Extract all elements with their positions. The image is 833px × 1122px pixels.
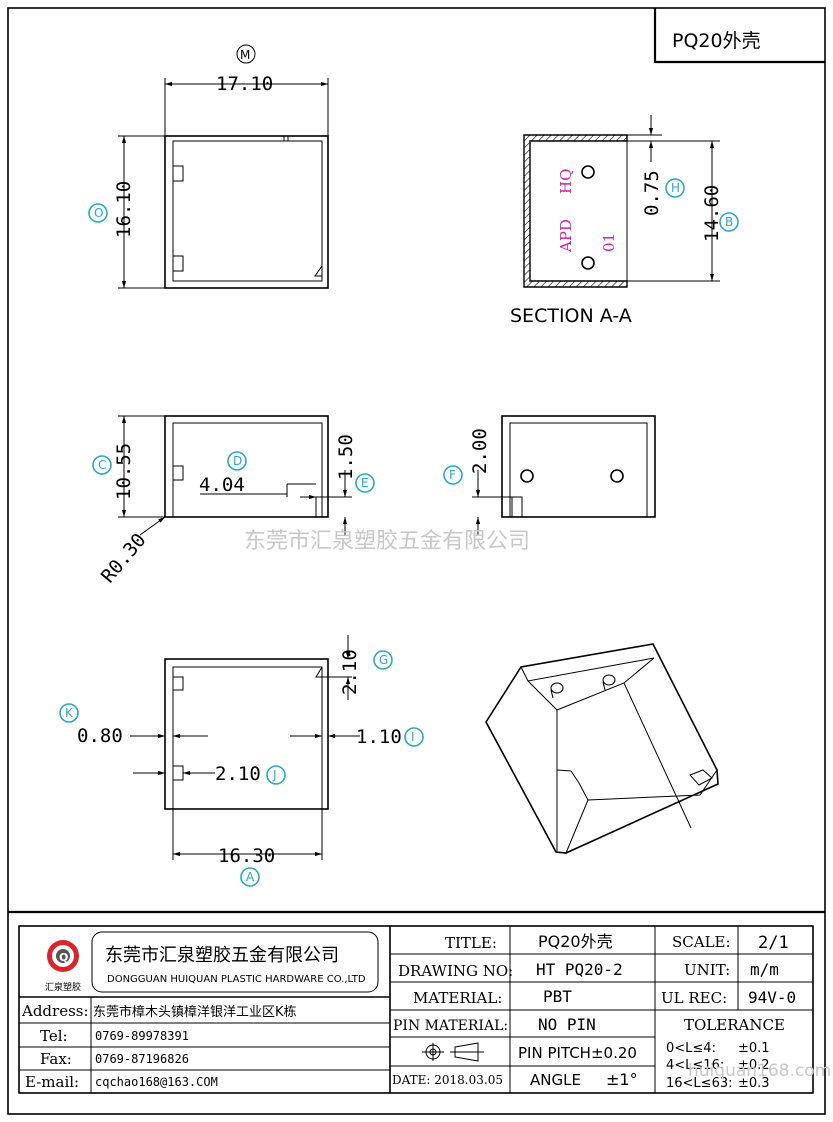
section-wall-dim: 0.75 <box>641 170 663 216</box>
top-width-dim: 17.10 <box>216 73 273 95</box>
bottom-g-tag: G <box>379 653 388 667</box>
pin-material-label: PIN MATERIAL: <box>393 1018 508 1034</box>
front-e-tag: E <box>361 476 369 490</box>
section-height-tag: B <box>725 215 733 229</box>
date-value: DATE: 2018.03.05 <box>392 1073 503 1087</box>
svg-text:Q: Q <box>59 951 68 964</box>
watermark: 东莞市汇泉塑胶五金有限公司 <box>244 529 530 554</box>
side-view: 2.00 F <box>443 415 656 535</box>
front-view: 10.55 C 4.04 D 1.50 E R0.30 <box>92 415 375 587</box>
address-value: 东莞市樟木头镇樟洋银洋工业区K栋 <box>93 1004 297 1020</box>
tolerance-2-range: 4<L≤16: <box>666 1058 724 1073</box>
angle-value: ±1° <box>606 1070 638 1089</box>
top-view: 17.10 M 16.10 O <box>88 44 329 289</box>
angle-label: ANGLE <box>530 1071 581 1089</box>
ul-value: 94V-0 <box>748 988 796 1007</box>
title-label: TITLE: <box>445 934 497 952</box>
tolerance-2-value: ±0.2 <box>738 1058 770 1073</box>
front-radius-dim: R0.30 <box>97 529 151 587</box>
bottom-k-dim: 0.80 <box>77 725 123 747</box>
unit-value: m/m <box>750 960 779 979</box>
bottom-j-dim: 2.10 <box>215 763 261 785</box>
bottom-i-dim: 1.10 <box>356 726 402 748</box>
top-height-tag: O <box>94 206 103 220</box>
company-name-cn: 东莞市汇泉塑胶五金有限公司 <box>105 945 339 966</box>
front-height-tag: C <box>98 458 106 472</box>
email-label: E-mail: <box>25 1073 79 1091</box>
bottom-i-tag: I <box>411 730 415 744</box>
bottom-a-tag: A <box>246 870 255 884</box>
section-view: HQ APD 01 0.75 H 14.60 B SECTION A-A <box>510 115 739 327</box>
bottom-view: 2.10 G 0.80 K 1.10 I 2.10 J 16.30 A <box>59 635 424 887</box>
section-wall-tag: H <box>671 181 680 195</box>
tel-value: 0769-89978391 <box>95 1029 189 1043</box>
section-mark-apd: APD <box>557 219 575 253</box>
part-title-box: PQ20外壳 <box>653 8 825 64</box>
front-d-tag: D <box>233 454 242 468</box>
front-height-dim: 10.55 <box>113 443 135 500</box>
part-title: PQ20外壳 <box>672 30 761 52</box>
top-height-dim: 16.10 <box>113 181 135 238</box>
company-name-en: DONGGUAN HUIQUAN PLASTIC HARDWARE CO.,LT… <box>107 974 366 985</box>
watermark-url: huiquan168.com <box>688 1061 831 1081</box>
bottom-a-dim: 16.30 <box>218 845 275 867</box>
tolerance-3-value: ±0.3 <box>738 1076 770 1091</box>
bottom-k-tag: K <box>65 706 74 720</box>
logo-text: 汇泉塑胶 <box>45 981 81 993</box>
tel-label: Tel: <box>40 1027 68 1045</box>
material-value: PBT <box>543 987 572 1006</box>
fax-value: 0769-87196826 <box>95 1052 189 1066</box>
front-e-dim: 1.50 <box>335 434 357 480</box>
title-value: PQ20外壳 <box>538 932 613 951</box>
material-label: MATERIAL: <box>413 989 502 1007</box>
bottom-j-tag: J <box>272 768 277 782</box>
pin-pitch: PIN PITCH±0.20 <box>518 1044 637 1062</box>
drawing-no-label: DRAWING NO: <box>398 962 513 980</box>
title-block: Q 汇泉塑胶 东莞市汇泉塑胶五金有限公司 DONGGUAN HUIQUAN PL… <box>8 910 831 1094</box>
scale-label: SCALE: <box>672 933 731 951</box>
section-height-dim: 14.60 <box>701 185 723 242</box>
tolerance-1-range: 0<L≤4: <box>666 1041 716 1056</box>
side-f-tag: F <box>449 468 456 482</box>
drawing-no-value: HT PQ20-2 <box>536 960 623 979</box>
unit-label: UNIT: <box>684 961 730 979</box>
bottom-g-dim: 2.10 <box>339 649 361 695</box>
side-f-dim: 2.00 <box>469 428 491 474</box>
tolerance-label: TOLERANCE <box>684 1016 785 1034</box>
projection-symbol <box>422 1042 484 1062</box>
section-mark-01: 01 <box>600 233 618 252</box>
tolerance-1-value: ±0.1 <box>738 1041 770 1056</box>
sheet-border <box>7 7 826 1115</box>
pin-material-value: NO PIN <box>538 1015 596 1034</box>
isometric-view <box>485 643 719 854</box>
section-label: SECTION A-A <box>510 305 632 327</box>
section-mark-hq: HQ <box>557 169 575 194</box>
front-d-dim: 4.04 <box>199 474 245 496</box>
scale-value: 2/1 <box>758 933 789 953</box>
address-label: Address: <box>21 1002 89 1020</box>
top-width-tag: M <box>240 48 250 62</box>
tolerance-3-range: 16<L≤63: <box>666 1076 733 1091</box>
fax-label: Fax: <box>40 1050 72 1068</box>
company-logo: Q 汇泉塑胶 <box>45 940 81 993</box>
ul-label: UL REC: <box>661 989 727 1007</box>
email-value: cqchao168@163.COM <box>95 1075 218 1089</box>
